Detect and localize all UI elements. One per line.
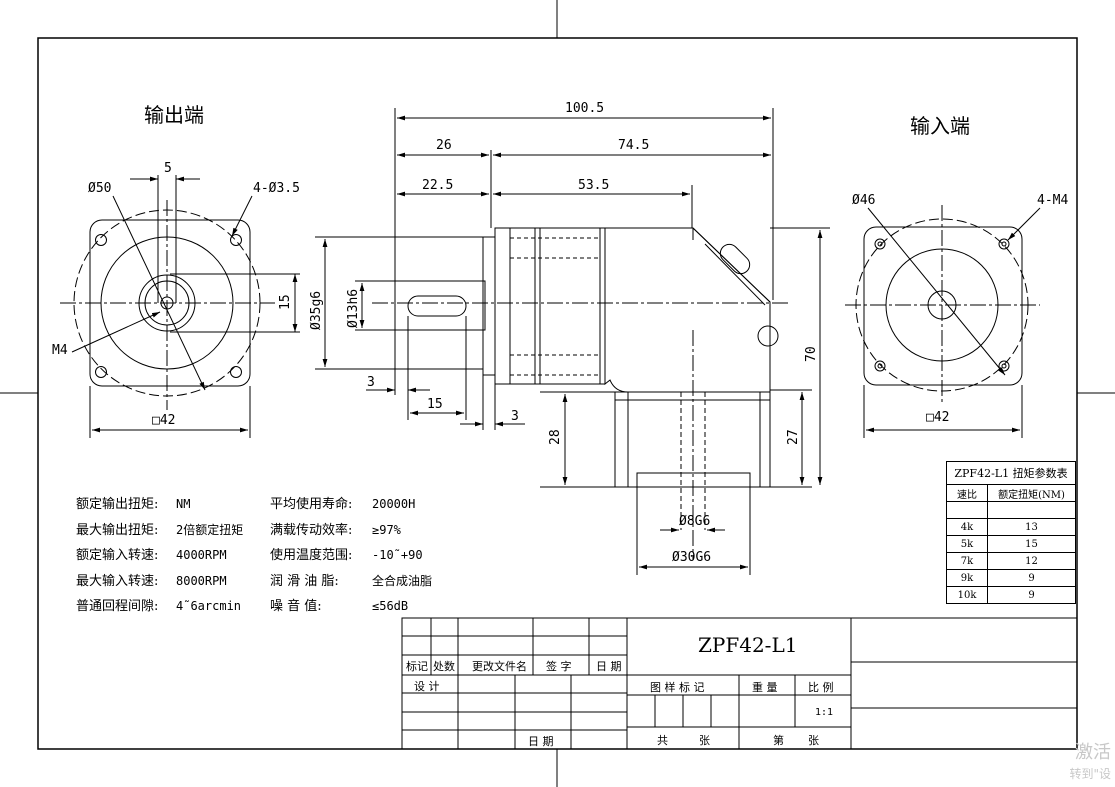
activation-watermark-line2: 转到"设: [1069, 767, 1111, 781]
dim-sq42-right: □42: [926, 410, 949, 425]
ratio-cell: 7k: [946, 552, 988, 570]
dim-phi13h6: Ø13h6: [346, 289, 361, 328]
ratio-cell: 9k: [946, 569, 988, 587]
param-label: 最大输出扭矩:: [76, 522, 159, 538]
tb-date: 日 期: [596, 660, 622, 673]
dim-53-5: 53.5: [578, 178, 609, 193]
tb-sheet: 张: [808, 734, 819, 747]
param-label: 平均使用寿命:: [270, 497, 353, 512]
drawing-frame: [37, 37, 1078, 750]
tb-total: 共: [657, 734, 668, 747]
param-label: 满载传动效率:: [270, 522, 353, 538]
output-end-label: 输出端: [144, 103, 204, 127]
dim-4-phi3-5: 4-Ø3.5: [253, 181, 300, 196]
dim-26: 26: [436, 138, 452, 153]
title-block: [401, 617, 1078, 750]
tb-sign: 签 字: [546, 660, 572, 673]
dim-phi30g6: Ø30G6: [672, 550, 711, 565]
param-label: 额定输入转速:: [76, 548, 159, 563]
param-value: 8000RPM: [176, 573, 227, 588]
dim-15-left: 15: [278, 294, 293, 310]
tb-design: 设 计: [414, 680, 440, 693]
output-end-view: [60, 175, 300, 438]
tb-change-doc: 更改文件名: [472, 660, 527, 673]
torque-cell: 15: [987, 535, 1076, 553]
dim-4-m4: 4-M4: [1037, 193, 1068, 208]
dim-3-b: 3: [511, 409, 519, 424]
dim-22-5: 22.5: [422, 178, 453, 193]
param-label: 噪 音 值:: [270, 599, 322, 614]
tb-count: 处数: [433, 660, 455, 673]
tb-mark: 标记: [406, 660, 428, 673]
dim-sq42-left: □42: [152, 413, 175, 428]
dim-phi50: Ø50: [88, 181, 111, 196]
torque-cell: 9: [987, 586, 1076, 604]
table-header-ratio: 速比: [946, 484, 988, 502]
tb-no: 第: [773, 734, 784, 747]
param-value: 4˜6arcmin: [176, 599, 242, 613]
dim-phi46: Ø46: [852, 193, 875, 208]
param-label: 使用温度范围:: [270, 548, 353, 563]
tb-weight: 重 量: [752, 681, 778, 694]
side-view: [315, 108, 830, 575]
tb-scale-value: 1:1: [815, 707, 834, 718]
param-value: -10˜+90: [372, 548, 423, 562]
model-number: ZPF42-L1: [698, 633, 798, 657]
ratio-cell: 4k: [946, 518, 988, 536]
tb-drawing-mark: 图 样 标 记: [650, 681, 705, 694]
dim-m4: M4: [52, 343, 68, 358]
input-end-view: [845, 205, 1041, 438]
param-value: 20000H: [372, 497, 416, 511]
dim-phi35g6: Ø35g6: [309, 291, 324, 330]
dim-15-bottom: 15: [427, 397, 443, 412]
param-value: ≤56dB: [372, 599, 409, 613]
input-end-label: 输入端: [910, 114, 970, 138]
table-title: ZPF42-L1 扭矩参数表: [946, 461, 1076, 485]
param-label: 普通回程间隙:: [76, 599, 159, 614]
tb-date2: 日 期: [528, 735, 554, 748]
param-value: NM: [176, 497, 191, 511]
dim-27: 27: [786, 429, 801, 445]
tb-sheets: 张: [699, 734, 710, 747]
param-value: ≥97%: [372, 522, 401, 537]
param-value: 2倍额定扭矩: [176, 522, 244, 537]
torque-cell: 9: [987, 569, 1076, 587]
torque-cell: 12: [987, 552, 1076, 570]
dim-70: 70: [804, 346, 819, 362]
torque-cell: 13: [987, 518, 1076, 536]
dim-100-5: 100.5: [565, 101, 604, 116]
dim-74-5: 74.5: [618, 138, 649, 153]
dim-5: 5: [164, 161, 172, 176]
ratio-cell: 10k: [946, 586, 988, 604]
param-label: 额定输出扭矩:: [76, 497, 159, 512]
dim-28: 28: [548, 429, 563, 445]
param-value: 全合成油脂: [372, 573, 433, 588]
activation-watermark-line1: 激活: [1075, 742, 1111, 763]
param-label: 最大输入转速:: [76, 573, 159, 589]
ratio-cell: 5k: [946, 535, 988, 553]
param-label: 润 滑 油 脂:: [270, 573, 339, 589]
dim-3-a: 3: [367, 375, 375, 390]
param-value: 4000RPM: [176, 548, 227, 562]
dim-phi8g6: Ø8G6: [679, 514, 710, 529]
tb-scale: 比 例: [808, 681, 834, 694]
table-header-torque: 额定扭矩(NM): [987, 484, 1076, 502]
